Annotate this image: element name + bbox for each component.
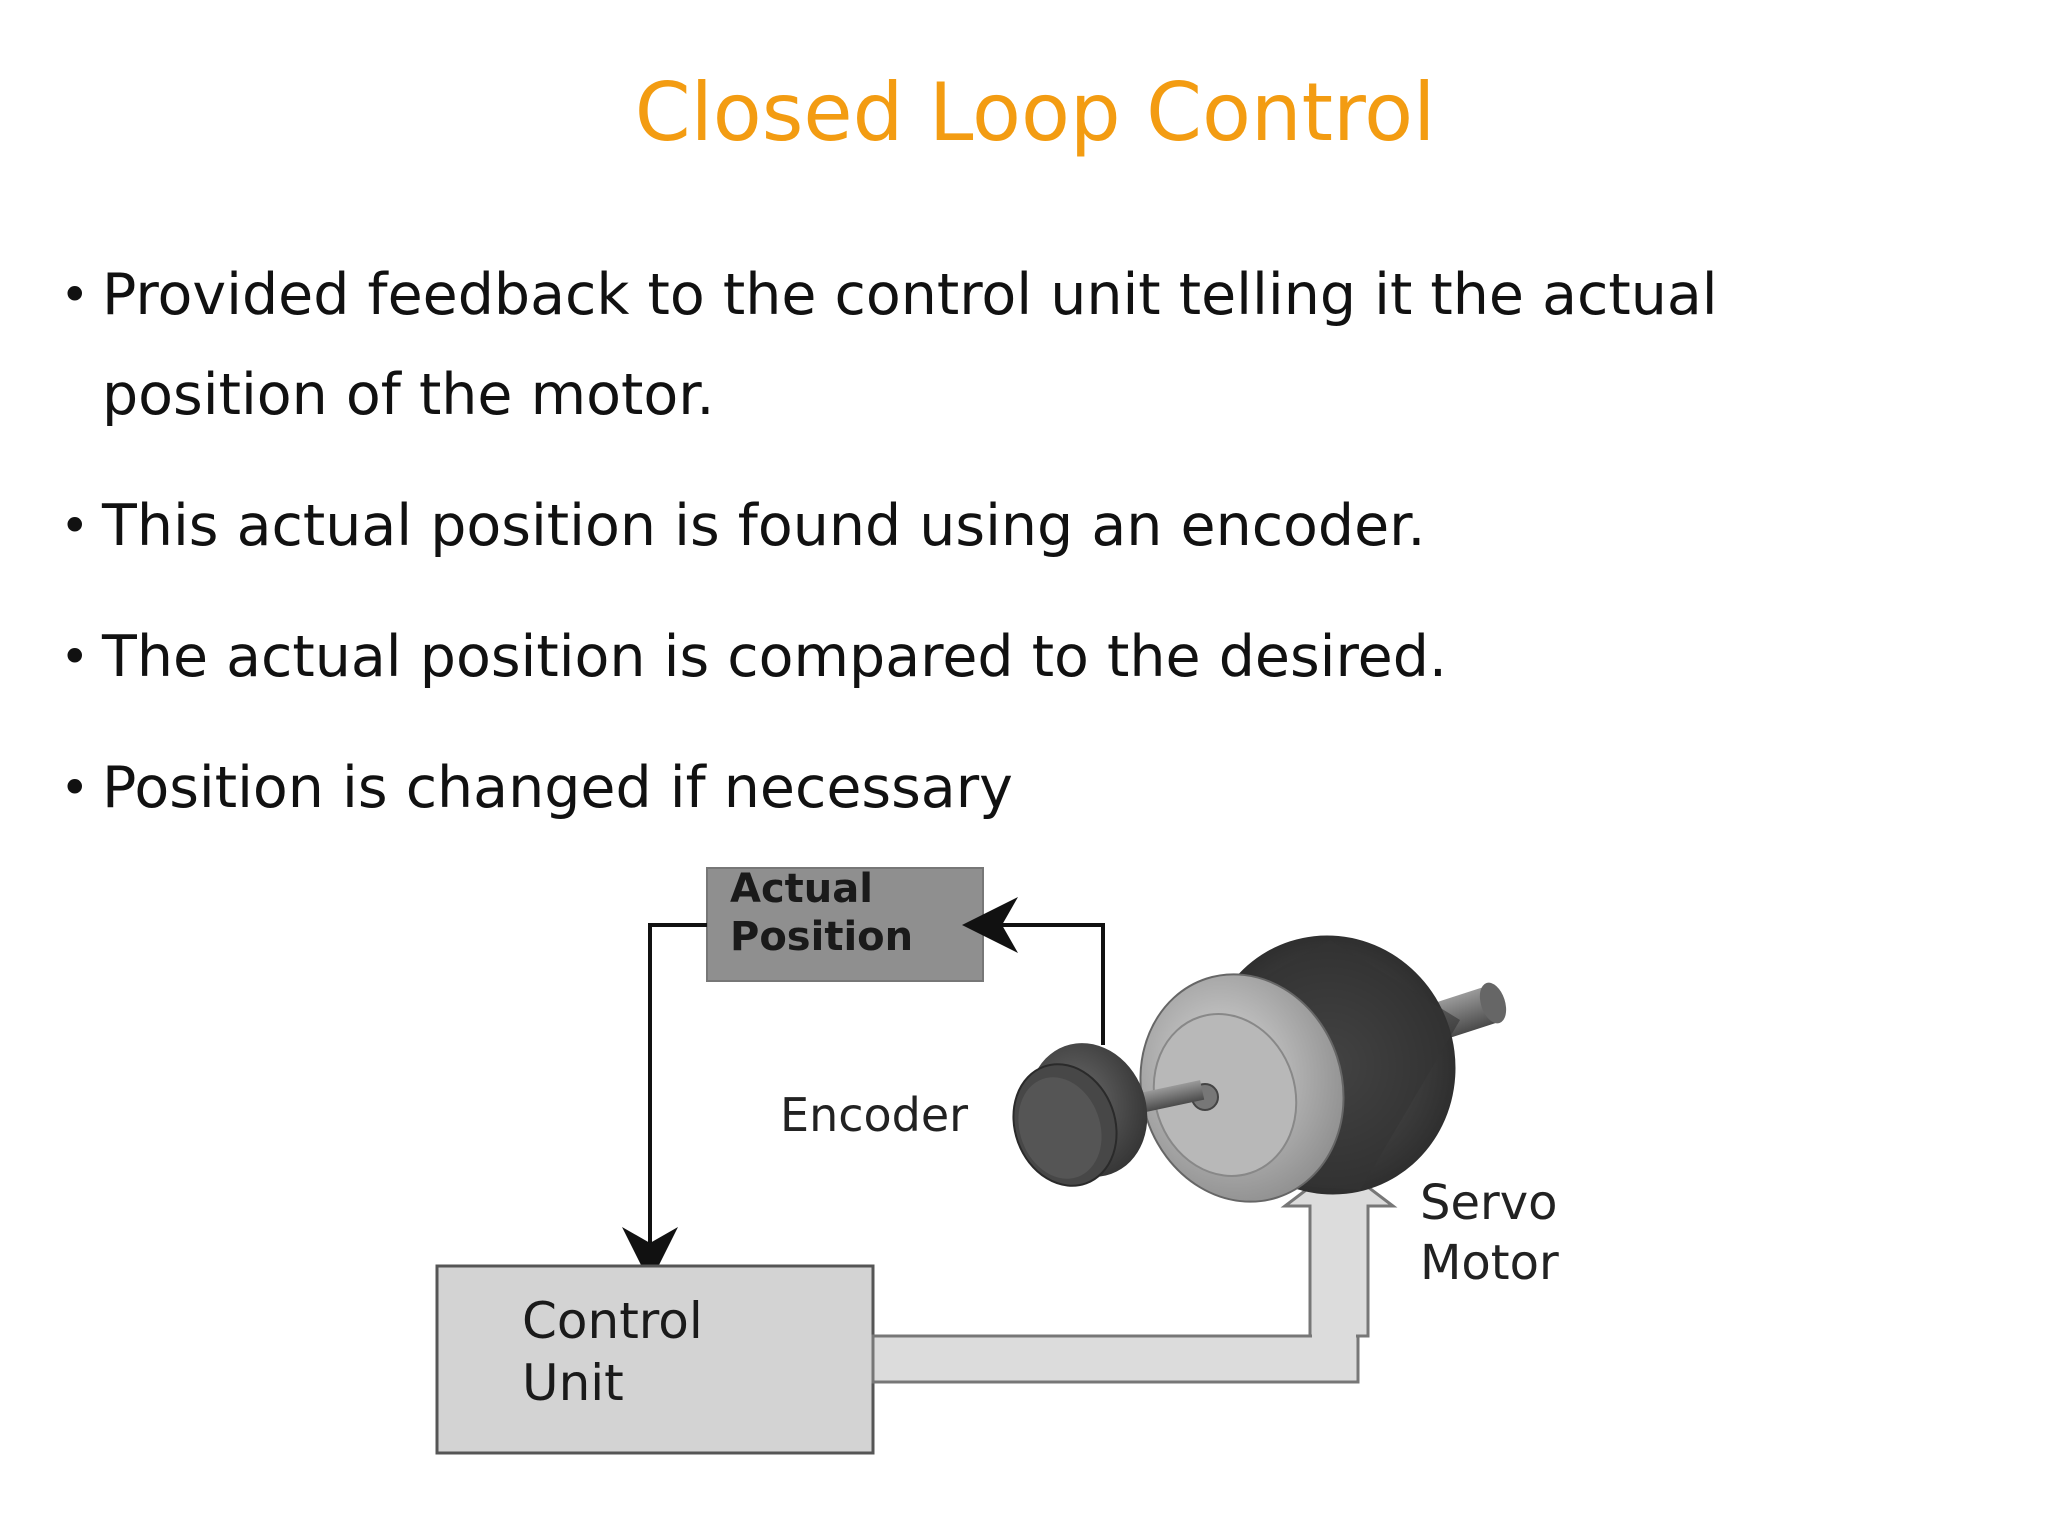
bullet-item: • The actual position is compared to the… <box>60 607 1960 707</box>
encoder-label: Encoder <box>780 1088 969 1142</box>
bullet-text: This actual position is found using an e… <box>102 493 1426 559</box>
actual-position-label-line2: Position <box>730 914 914 960</box>
actual-position-label: Actual Position <box>730 865 913 961</box>
servo-motor-label-line1: Servo <box>1420 1175 1558 1231</box>
drive-signal-arrow <box>871 1334 1360 1384</box>
servo-motor-label: Servo Motor <box>1420 1173 1559 1293</box>
actual-position-label-line1: Actual <box>730 866 873 912</box>
control-unit-label: Control Unit <box>522 1290 703 1414</box>
encoder-feedback-arrow <box>962 897 1105 1045</box>
bullet-item: • This actual position is found using an… <box>60 476 1960 576</box>
control-unit-label-line2: Unit <box>522 1354 624 1412</box>
servo-motor-icon <box>1123 935 1507 1203</box>
bullet-text: The actual position is compared to the d… <box>102 624 1448 690</box>
slide-title: Closed Loop Control <box>634 66 1436 159</box>
feedback-to-control-arrow <box>622 923 707 1283</box>
bullet-marker: • <box>60 759 90 817</box>
control-unit-label-line1: Control <box>522 1292 703 1350</box>
bullet-item: • Provided feedback to the control unit … <box>60 245 1960 445</box>
bullet-text: Position is changed if necessary <box>102 755 1013 821</box>
bullet-list: • Provided feedback to the control unit … <box>60 245 1960 869</box>
encoder-icon <box>1012 1043 1148 1187</box>
bullet-marker: • <box>60 497 90 555</box>
bullet-item: • Position is changed if necessary <box>60 738 1960 838</box>
bullet-marker: • <box>60 628 90 686</box>
servo-motor-label-line2: Motor <box>1420 1235 1559 1291</box>
bullet-marker: • <box>60 266 90 324</box>
bullet-text: Provided feedback to the control unit te… <box>102 262 1718 428</box>
